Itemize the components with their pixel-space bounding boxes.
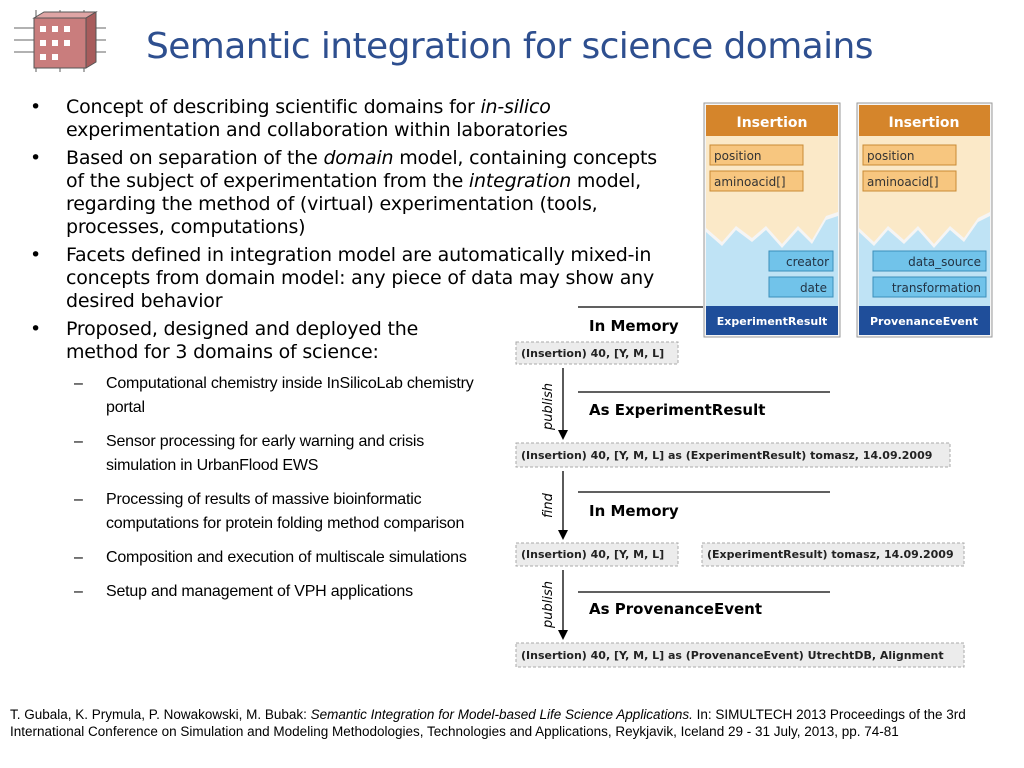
subitem-sensor: Sensor processing for early warning and … — [66, 430, 486, 478]
domain-sublist: Computational chemistry inside InSilicoL… — [66, 372, 670, 604]
card1-header: Insertion — [737, 115, 808, 131]
card1-footer: ExperimentResult — [717, 315, 828, 328]
arrow-label-publish-1: publish — [541, 383, 556, 431]
bullet-proposed: Proposed, designed and deployed the meth… — [30, 318, 670, 604]
object-insertion-2: (Insertion) 40, [Y, M, L] — [521, 548, 664, 561]
page-title: Semantic integration for science domains — [146, 26, 874, 67]
bullet-separation: Based on separation of the domain model,… — [30, 147, 670, 239]
card1-facet-creator: creator — [786, 255, 829, 269]
cube-logo-icon — [14, 10, 106, 72]
subitem-chemistry: Computational chemistry inside InSilicoL… — [66, 372, 486, 420]
card1-facet-date: date — [800, 281, 827, 295]
object-insertion-as-provenance-event: (Insertion) 40, [Y, M, L] as (Provenance… — [521, 649, 944, 662]
object-experiment-result: (ExperimentResult) tomasz, 14.09.2009 — [707, 548, 954, 561]
workflow: In Memory (Insertion) 40, [Y, M, L] publ… — [515, 306, 965, 668]
integration-diagram: Insertion position aminoacid[] creator d… — [515, 102, 993, 668]
card1-field-aminoacid: aminoacid[] — [714, 175, 786, 189]
step-as-experiment-result: As ExperimentResult — [589, 401, 765, 419]
card2-facet-data-source: data_source — [908, 255, 981, 269]
card2-facet-transformation: transformation — [892, 281, 981, 295]
object-insertion-1: (Insertion) 40, [Y, M, L] — [521, 347, 664, 360]
step-as-provenance-event: As ProvenanceEvent — [589, 600, 762, 618]
card2-header: Insertion — [889, 115, 960, 131]
step-in-memory-2: In Memory — [589, 502, 679, 520]
subitem-vph: Setup and management of VPH applications — [66, 580, 486, 604]
subitem-multiscale: Composition and execution of multiscale … — [66, 546, 486, 570]
card-provenance-event: Insertion position aminoacid[] data_sour… — [856, 102, 993, 338]
bullet-facets: Facets defined in integration model are … — [30, 244, 670, 313]
bullet-concept: Concept of describing scientific domains… — [30, 96, 670, 142]
card2-field-position: position — [867, 149, 915, 163]
citation-footnote: T. Gubala, K. Prymula, P. Nowakowski, M.… — [10, 707, 966, 739]
arrow-label-find: find — [541, 492, 556, 518]
card2-field-aminoacid: aminoacid[] — [867, 175, 939, 189]
arrow-label-publish-2: publish — [541, 581, 556, 629]
card2-footer: ProvenanceEvent — [870, 315, 978, 328]
object-insertion-as-experiment-result: (Insertion) 40, [Y, M, L] as (Experiment… — [521, 449, 932, 462]
card-experiment-result: Insertion position aminoacid[] creator d… — [703, 102, 841, 338]
step-in-memory-1: In Memory — [589, 317, 679, 335]
card1-field-position: position — [714, 149, 762, 163]
subitem-bioinformatics: Processing of results of massive bioinfo… — [66, 488, 486, 536]
bullet-list: Concept of describing scientific domains… — [30, 96, 670, 614]
